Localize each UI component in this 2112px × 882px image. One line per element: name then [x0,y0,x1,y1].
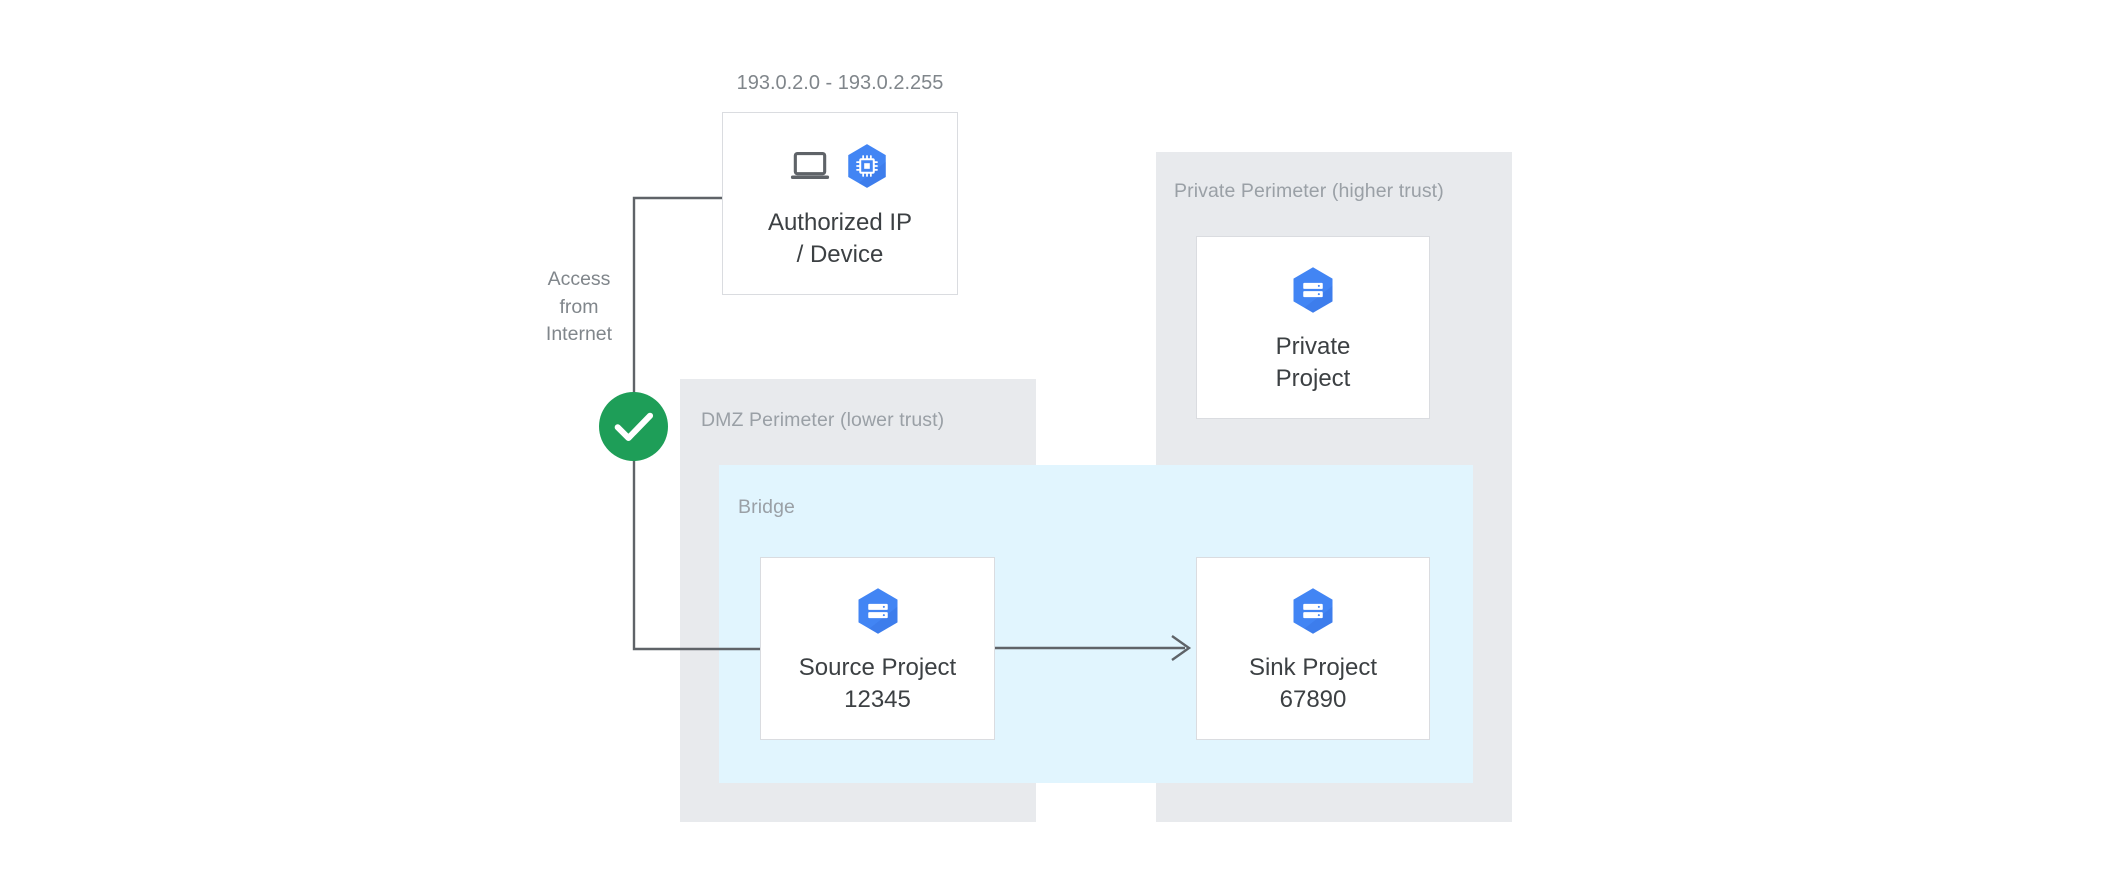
node-icon-group [852,582,904,640]
node-sink-project[interactable]: Sink Project 67890 [1196,557,1430,740]
access-from-internet-label: Access from Internet [545,268,613,346]
node-icon-group [1287,261,1339,319]
project-hexagon-icon [858,588,897,634]
node-label: Private Project [1275,332,1351,392]
iot-core-hexagon-icon [848,143,886,188]
bridge-label: Bridge [738,496,795,518]
node-source-project[interactable]: Source Project 12345 [760,557,995,740]
project-hexagon-icon [1293,267,1333,313]
allow-check-badge [599,392,668,461]
project-hexagon-icon [1293,588,1333,634]
dmz-perimeter-label: DMZ Perimeter (lower trust) [701,409,945,431]
node-label: Sink Project 67890 [1248,653,1378,713]
private-perimeter-label: Private Perimeter (higher trust) [1174,180,1444,202]
node-icon-group [788,137,892,195]
node-label: Authorized IP / Device [767,208,913,268]
node-label: Source Project 12345 [798,653,957,713]
node-private-project[interactable]: Private Project [1196,236,1430,419]
laptop-icon [790,151,830,179]
check-circle-icon [599,392,668,461]
node-authorized-device[interactable]: Authorized IP / Device [722,112,958,295]
node-icon-group [1287,582,1339,640]
ip-range-label: 193.0.2.0 - 193.0.2.255 [736,72,944,94]
